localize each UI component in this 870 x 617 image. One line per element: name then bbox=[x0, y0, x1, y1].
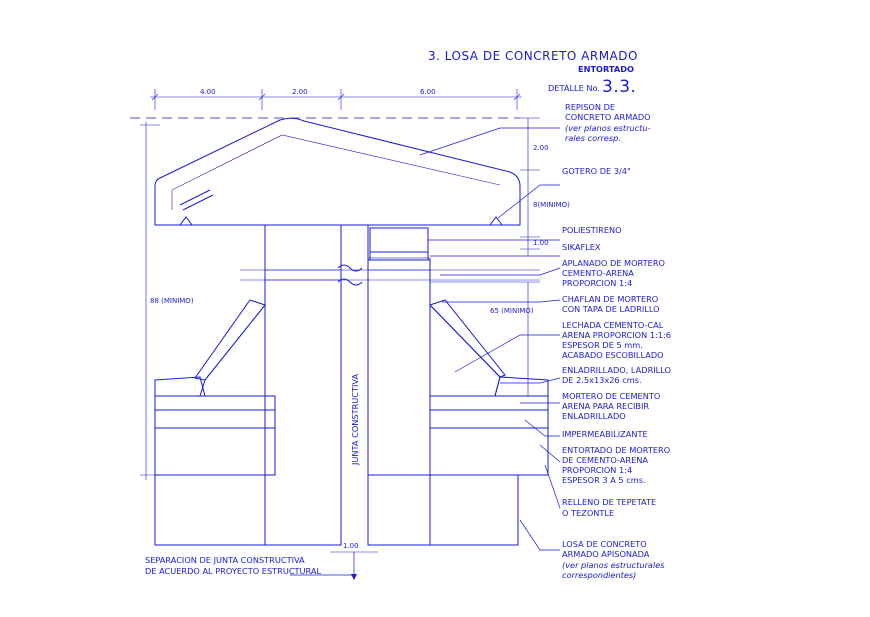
callout-repison: REPISON DE CONCRETO ARMADO (ver planos e… bbox=[565, 102, 651, 143]
right-dimension-column bbox=[430, 117, 540, 397]
svg-text:ESPESOR 3 A 5 cms.: ESPESOR 3 A 5 cms. bbox=[562, 475, 646, 485]
svg-text:SEPARACION DE JUNTA CONSTRUCTI: SEPARACION DE JUNTA CONSTRUCTIVA bbox=[145, 555, 305, 565]
sikaflex-seal bbox=[369, 251, 429, 261]
drawing-subtitle: ENTORTADO bbox=[578, 64, 634, 74]
dimension-right-top: 2.00 bbox=[533, 144, 549, 152]
mortar-layer-left bbox=[154, 395, 276, 411]
svg-text:O TEZONTLE: O TEZONTLE bbox=[562, 508, 614, 518]
concrete-cap bbox=[154, 117, 521, 226]
callout-sikaflex: SIKAFLEX bbox=[562, 242, 601, 252]
svg-text:LOSA DE CONCRETO: LOSA DE CONCRETO bbox=[562, 539, 647, 549]
svg-text:CHAFLAN DE MORTERO: CHAFLAN DE MORTERO bbox=[562, 294, 658, 304]
leader-lines bbox=[290, 127, 561, 576]
svg-text:ENLADRILLADO: ENLADRILLADO bbox=[562, 411, 626, 421]
concrete-slab-right bbox=[367, 474, 519, 546]
svg-text:PROPORCION 1:4: PROPORCION 1:4 bbox=[562, 278, 632, 288]
svg-text:ARMADO APISONADA: ARMADO APISONADA bbox=[562, 549, 650, 559]
dimension-top-3: 6.00 bbox=[420, 88, 436, 96]
callout-mortero: MORTERO DE CEMENTO ARENA PARA RECIBIR EN… bbox=[562, 391, 660, 421]
callout-poliestireno: POLIESTIRENO bbox=[562, 225, 622, 235]
chamfer-mortar-left bbox=[199, 303, 266, 397]
brick-layer-left bbox=[154, 376, 206, 397]
svg-text:rales corresp.: rales corresp. bbox=[565, 133, 621, 143]
plaster-band-left bbox=[264, 269, 342, 281]
svg-text:MORTERO DE CEMENTO: MORTERO DE CEMENTO bbox=[562, 391, 660, 401]
wall-right bbox=[367, 259, 431, 546]
left-dimension-column bbox=[140, 122, 160, 480]
dimension-right-small: 1.00 bbox=[533, 239, 549, 247]
brick-layer-right bbox=[494, 376, 549, 397]
svg-text:ARENA PARA RECIBIR: ARENA PARA RECIBIR bbox=[562, 401, 649, 411]
svg-text:ESPESOR DE 5 mm.: ESPESOR DE 5 mm. bbox=[562, 340, 643, 350]
entortado-left bbox=[154, 409, 276, 429]
chamfer-mortar-right bbox=[429, 303, 501, 397]
break-symbol bbox=[337, 264, 363, 272]
svg-text:ARENA PROPORCION 1:1:6: ARENA PROPORCION 1:1:6 bbox=[562, 330, 671, 340]
svg-text:(ver planos estructu-: (ver planos estructu- bbox=[565, 123, 651, 133]
cap-rebar bbox=[171, 134, 501, 210]
svg-text:SIKAFLEX: SIKAFLEX bbox=[562, 242, 601, 252]
svg-text:ENTORTADO DE MORTERO: ENTORTADO DE MORTERO bbox=[562, 445, 670, 455]
dimension-right-height: 65 (MINIMO) bbox=[490, 307, 534, 315]
svg-text:PROPORCION 1:4: PROPORCION 1:4 bbox=[562, 465, 632, 475]
callout-separacion: SEPARACION DE JUNTA CONSTRUCTIVA DE ACUE… bbox=[145, 555, 322, 576]
svg-text:ACABADO ESCOBILLADO: ACABADO ESCOBILLADO bbox=[562, 350, 664, 360]
dimension-bottom-gap: 1.00 bbox=[343, 542, 359, 550]
dimension-right-mid: 8(MINIMO) bbox=[533, 201, 570, 209]
callout-lechada: LECHADA CEMENTO-CAL ARENA PROPORCION 1:1… bbox=[562, 320, 671, 360]
dimension-left-height: 88 (MINIMO) bbox=[150, 297, 194, 305]
svg-text:DE 2.5x13x26 cms.: DE 2.5x13x26 cms. bbox=[562, 375, 642, 385]
chamfer-brick-left bbox=[194, 299, 266, 381]
dimension-top-2: 2.00 bbox=[292, 88, 308, 96]
callout-gotero: GOTERO DE 3/4" bbox=[562, 166, 631, 176]
svg-text:IMPERMEABILIZANTE: IMPERMEABILIZANTE bbox=[562, 429, 648, 439]
fill-stones-right bbox=[429, 427, 549, 476]
svg-text:LECHADA CEMENTO-CAL: LECHADA CEMENTO-CAL bbox=[562, 320, 664, 330]
svg-text:CON TAPA DE LADRILLO: CON TAPA DE LADRILLO bbox=[562, 304, 660, 314]
concrete-slab-left bbox=[154, 474, 266, 546]
drawing-title: 3. LOSA DE CONCRETO ARMADO bbox=[428, 49, 638, 63]
svg-text:CEMENTO-ARENA: CEMENTO-ARENA bbox=[562, 268, 634, 278]
joint-label: JUNTA CONSTRUCTIVA bbox=[350, 374, 360, 466]
svg-text:RELLENO DE TEPETATE: RELLENO DE TEPETATE bbox=[562, 497, 656, 507]
svg-text:DE CEMENTO-ARENA: DE CEMENTO-ARENA bbox=[562, 455, 648, 465]
callout-relleno: RELLENO DE TEPETATE O TEZONTLE bbox=[562, 497, 656, 518]
fill-stones-left bbox=[154, 427, 276, 476]
callout-aplanado: APLANADO DE MORTERO CEMENTO-ARENA PROPOR… bbox=[562, 258, 665, 288]
construction-joint-gap bbox=[341, 225, 368, 545]
svg-text:GOTERO DE 3/4": GOTERO DE 3/4" bbox=[562, 166, 631, 176]
dimension-top-1: 4.00 bbox=[200, 88, 216, 96]
svg-text:(ver planos estructurales: (ver planos estructurales bbox=[562, 560, 665, 570]
svg-text:ENLADRILLADO, LADRILLO: ENLADRILLADO, LADRILLO bbox=[562, 365, 671, 375]
callout-entortado: ENTORTADO DE MORTERO DE CEMENTO-ARENA PR… bbox=[562, 445, 670, 485]
detail-prefix: DETALLE No. bbox=[548, 83, 600, 93]
polystyrene-block bbox=[369, 227, 429, 253]
chamfer-brick-right bbox=[429, 299, 506, 378]
callout-losa: LOSA DE CONCRETO ARMADO APISONADA (ver p… bbox=[562, 539, 665, 580]
svg-text:REPISON DE: REPISON DE bbox=[565, 102, 615, 112]
detail-number: 3.3. bbox=[602, 77, 636, 97]
callout-chaflan: CHAFLAN DE MORTERO CON TAPA DE LADRILLO bbox=[562, 294, 660, 314]
svg-text:APLANADO DE MORTERO: APLANADO DE MORTERO bbox=[562, 258, 665, 268]
svg-text:POLIESTIRENO: POLIESTIRENO bbox=[562, 225, 622, 235]
callout-impermeabilizante: IMPERMEABILIZANTE bbox=[562, 429, 648, 439]
svg-text:CONCRETO ARMADO: CONCRETO ARMADO bbox=[565, 112, 651, 122]
drip-groove bbox=[179, 216, 503, 226]
wall-left bbox=[264, 224, 342, 546]
svg-text:DE ACUERDO AL PROYECTO ESTRUCT: DE ACUERDO AL PROYECTO ESTRUCTURAL bbox=[145, 566, 322, 576]
callout-enladrillado: ENLADRILLADO, LADRILLO DE 2.5x13x26 cms. bbox=[562, 365, 671, 385]
top-dimension-line bbox=[150, 89, 522, 110]
entortado-right bbox=[429, 409, 549, 429]
svg-text:correspondientes): correspondientes) bbox=[562, 570, 636, 580]
